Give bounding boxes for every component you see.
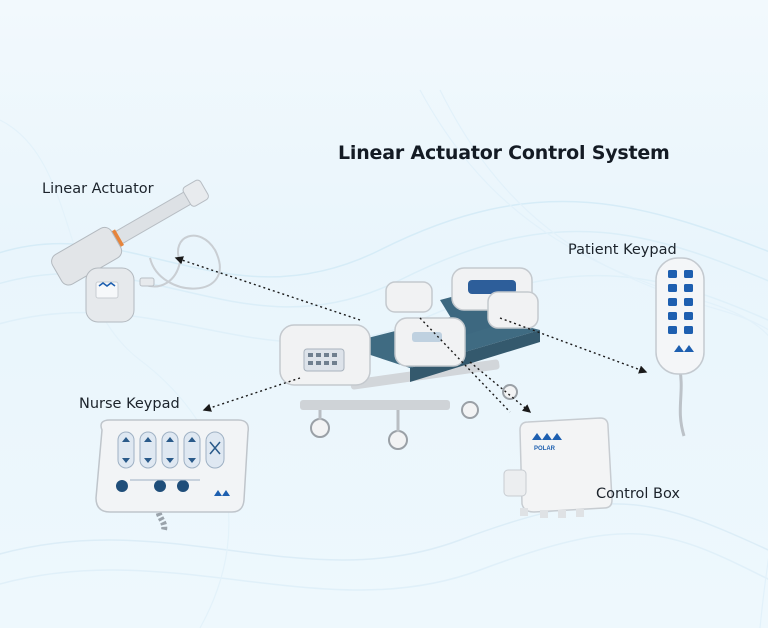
label-linear-actuator: Linear Actuator: [42, 181, 154, 197]
label-nurse-keypad: Nurse Keypad: [79, 396, 180, 412]
linear-actuator-image: [51, 179, 221, 323]
nurse-keypad-image: [95, 419, 250, 531]
diagram-title: Linear Actuator Control System: [338, 142, 670, 164]
connector-bed-patient: [499, 317, 648, 374]
connector-bed-control: [469, 361, 532, 413]
connector-actuator-bed: [174, 256, 361, 321]
label-control-box: Control Box: [596, 486, 680, 502]
label-patient-keypad: Patient Keypad: [568, 242, 677, 258]
control-box-image: POLAR: [503, 417, 613, 518]
hospital-bed-image: [279, 267, 540, 450]
patient-keypad-image: [655, 257, 705, 437]
connector-bed-actuator-cross: [419, 317, 511, 413]
connector-bed-nurse: [202, 377, 301, 412]
connector-lines: [174, 256, 648, 413]
control-box-logo-text: POLAR: [534, 446, 556, 452]
